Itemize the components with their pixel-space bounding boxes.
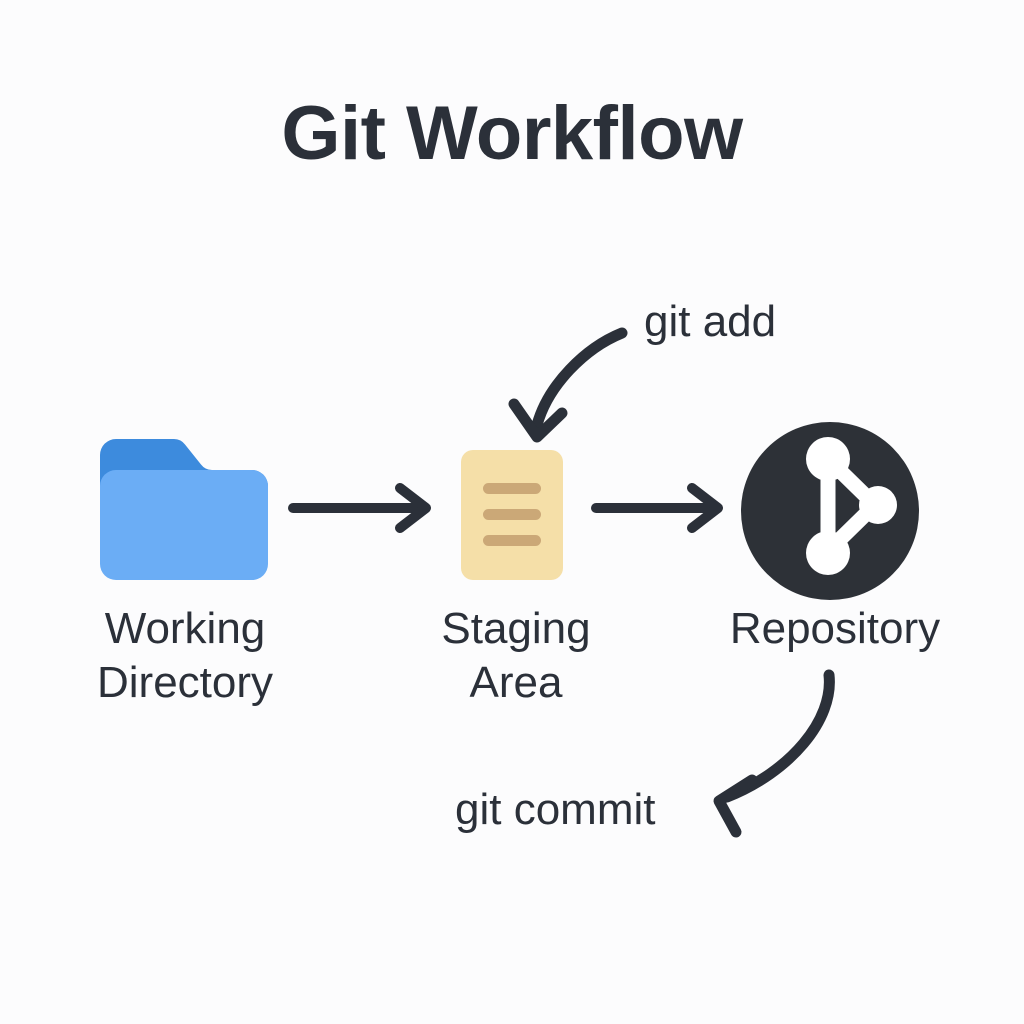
node-label-line2: Area	[469, 657, 563, 707]
node-label-line2: Directory	[96, 657, 274, 707]
arrow-staging-to-repository	[591, 483, 723, 533]
folder-icon	[100, 439, 268, 580]
node-label-line1: Repository	[729, 604, 941, 653]
node-label-working-directory: Working Directory	[40, 602, 330, 709]
node-label-line1: Working	[104, 604, 266, 653]
arrow-working-to-staging	[288, 483, 431, 533]
repository-graph-icon	[741, 422, 919, 600]
arrow-git-add	[508, 327, 628, 443]
command-label-git-add: git add	[644, 297, 777, 346]
node-label-repository: Repository	[690, 602, 980, 656]
document-icon	[461, 450, 563, 580]
arrow-git-commit	[713, 669, 835, 838]
node-label-line1: Staging	[441, 604, 591, 653]
page-title: Git Workflow	[281, 91, 743, 176]
node-label-staging-area: Staging Area	[392, 602, 640, 709]
command-label-git-commit: git commit	[455, 785, 656, 834]
